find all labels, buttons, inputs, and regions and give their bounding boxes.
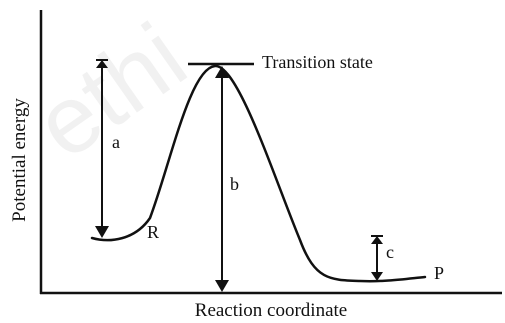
energy-curve <box>90 64 427 283</box>
reactant-label: R <box>147 222 159 242</box>
arrow-b <box>215 66 229 292</box>
watermark: ethi <box>17 3 205 179</box>
transition-state-label: Transition state <box>262 52 373 72</box>
arrow-c <box>371 235 383 281</box>
svg-text:ethi: ethi <box>17 3 205 179</box>
product-label: P <box>434 263 444 283</box>
x-axis-label: Reaction coordinate <box>195 300 347 321</box>
y-axis-label: Potential energy <box>9 98 30 222</box>
arrow-c-label: c <box>386 242 394 262</box>
arrow-a-label: a <box>112 132 120 152</box>
arrow-b-label: b <box>230 174 239 194</box>
arrow-a <box>95 59 109 238</box>
